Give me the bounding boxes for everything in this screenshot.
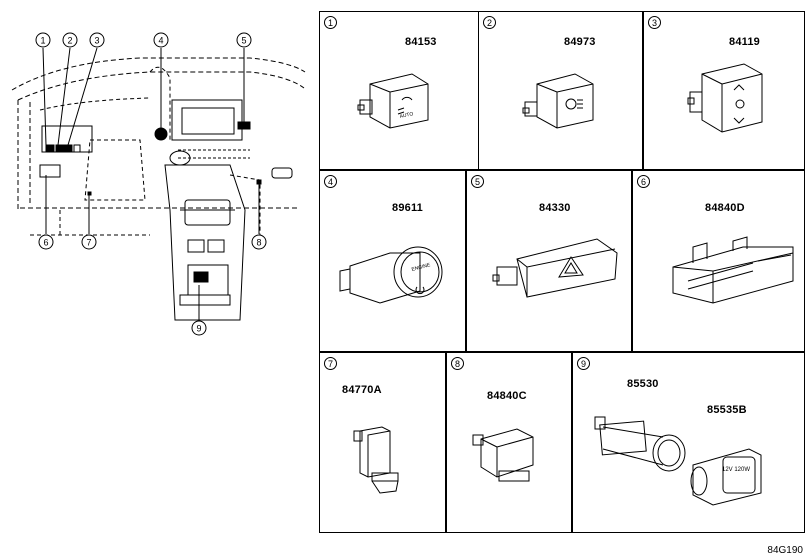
callout-6: 6 — [38, 234, 54, 250]
part-illustration — [687, 63, 763, 133]
part-illustration — [472, 428, 534, 482]
dashboard-overview-drawing: 1 2 3 4 5 6 7 8 9 — [11, 32, 306, 336]
panel-number: 5 — [471, 175, 484, 188]
callout-7: 7 — [81, 234, 97, 250]
part-number: 84840D — [705, 202, 745, 214]
svg-text:AUTO: AUTO — [399, 111, 414, 120]
part-number: 84330 — [539, 202, 571, 214]
part-illustration — [353, 426, 399, 494]
part-illustration: AUTO — [357, 73, 429, 129]
svg-text:9: 9 — [196, 324, 201, 334]
part-panel-2: 2 84973 — [478, 11, 643, 170]
part-panel-5: 5 84330 — [466, 170, 632, 352]
part-number: 84119 — [729, 36, 760, 48]
panel-number: 8 — [451, 357, 464, 370]
part-illustration: ENGINE — [339, 246, 443, 304]
part-panel-8: 8 84840C — [446, 352, 572, 533]
panel-number: 1 — [324, 16, 337, 29]
part-panel-6: 6 84840D — [632, 170, 805, 352]
part-illustration — [522, 73, 594, 129]
svg-text:6: 6 — [43, 238, 48, 248]
part-number: 89611 — [392, 202, 423, 214]
svg-text:5: 5 — [241, 36, 246, 46]
svg-text:7: 7 — [86, 238, 91, 248]
callout-9: 9 — [191, 320, 207, 336]
svg-text:3: 3 — [94, 36, 99, 46]
part-number: 84770A — [342, 384, 382, 396]
callout-3: 3 — [89, 32, 105, 48]
callout-2: 2 — [62, 32, 78, 48]
part-panel-4: ENGINE 4 89611 — [319, 170, 466, 352]
callout-8: 8 — [251, 234, 267, 250]
callout-5: 5 — [236, 32, 252, 48]
callout-1: 1 — [35, 32, 51, 48]
svg-text:12V 120W: 12V 120W — [722, 467, 750, 473]
part-number: 84840C — [487, 390, 527, 402]
panel-number: 2 — [483, 16, 496, 29]
svg-text:4: 4 — [158, 36, 163, 46]
part-illustration — [672, 236, 794, 304]
panel-number: 6 — [637, 175, 650, 188]
panel-number: 7 — [324, 357, 337, 370]
panel-number: 3 — [648, 16, 661, 29]
figure-code: 84G190 — [767, 545, 803, 556]
part-number: 84973 — [564, 36, 596, 48]
part-panel-7: 7 84770A — [319, 352, 446, 533]
part-number: 85530 — [627, 378, 659, 390]
part-illustration — [492, 238, 618, 298]
svg-text:8: 8 — [256, 238, 261, 248]
part-panel-9: 12V 120W 9 85530 85535B — [572, 352, 805, 533]
svg-text:1: 1 — [40, 36, 45, 46]
panel-number: 9 — [577, 357, 590, 370]
part-panel-1: AUTO 1 84153 — [319, 11, 479, 170]
panel-number: 4 — [324, 175, 337, 188]
part-panel-3: 3 84119 — [643, 11, 805, 170]
callout-4: 4 — [153, 32, 169, 48]
part-number-secondary: 85535B — [707, 404, 747, 416]
svg-text:ENGINE: ENGINE — [411, 262, 432, 273]
part-number: 84153 — [405, 36, 437, 48]
part-illustration: 12V 120W — [594, 416, 762, 506]
svg-text:2: 2 — [67, 36, 72, 46]
